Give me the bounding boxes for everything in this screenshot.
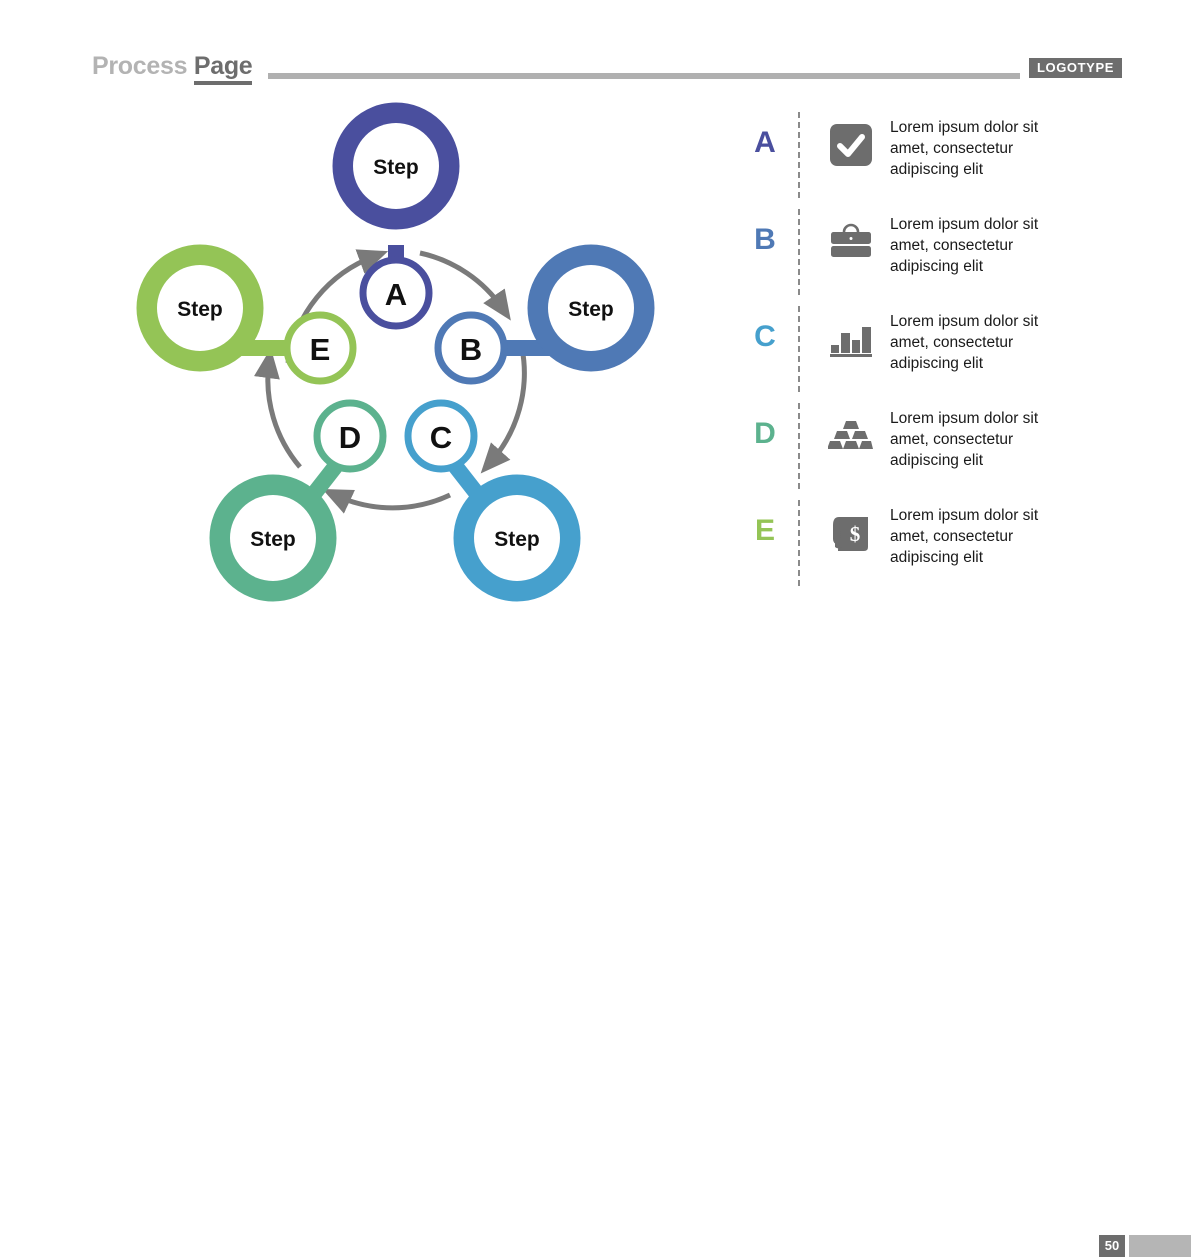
node-d-step-fill [230,495,316,581]
node-e-letter: E [310,332,331,367]
legend-divider-e [798,500,800,586]
process-node-e[interactable]: Step E [136,244,357,385]
node-c-step-ring[interactable] [453,474,581,602]
process-node-c[interactable]: Step C [404,399,581,602]
node-d-step-ring[interactable] [209,474,337,602]
page-number-badge: 50 [1099,1235,1125,1257]
legend-letter-e: E [754,514,775,547]
briefcase-icon [828,219,874,265]
legend-list: A Lorem ipsum dolor sit amet, consectetu… [748,112,1148,586]
node-b-step-label: Step [568,298,614,321]
logotype-badge: LOGOTYPE [1028,58,1122,78]
node-e-step-label: Step [177,298,223,321]
legend-text-a: Lorem ipsum dolor sit amet, consectetur … [890,119,1039,178]
page-title-dark: Page [193,52,253,85]
legend-letter-a: A [754,126,776,159]
legend-text-b: Lorem ipsum dolor sit amet, consectetur … [890,216,1039,275]
legend-item-a[interactable]: A Lorem ipsum dolor sit amet, consectetu… [748,112,1148,198]
svg-text:$: $ [850,522,861,546]
node-e-step-ring[interactable] [136,244,264,372]
arrow-b-to-c [480,347,527,474]
legend-divider-a [798,112,800,198]
node-c-step-fill [474,495,560,581]
node-c-step-label: Step [494,528,540,551]
legend-item-d[interactable]: D Lorem ipsum dolor sit amet, consectetu… [748,403,1148,489]
legend-text-d: Lorem ipsum dolor sit amet, consectetur … [890,410,1039,469]
legend-text-e: Lorem ipsum dolor sit amet, consectetur … [890,507,1039,566]
gold-bars-icon [827,413,874,459]
node-a-letter-ring[interactable] [359,256,433,330]
header: Process Page LOGOTYPE [0,0,1200,100]
node-b-step-fill [548,265,634,351]
node-b-step-ring[interactable] [527,244,655,372]
node-b-letter: B [460,332,482,367]
bar-chart-icon [828,316,874,362]
node-a-letter: A [385,277,407,312]
cycle-arrows [254,249,527,514]
node-c-letter-ring[interactable] [404,399,478,473]
process-cycle-diagram: Step A Step B Step C Step [120,95,680,605]
legend-letter-c: C [754,320,776,353]
legend-divider-b [798,209,800,295]
node-a-step-label: Step [373,156,419,179]
legend-divider-d [798,403,800,489]
node-c-letter: C [430,420,452,455]
node-d-letter-ring[interactable] [313,399,387,473]
legend-item-e[interactable]: E $ Lorem ipsum dolor sit amet, consecte… [748,500,1148,586]
node-d-step-label: Step [250,528,296,551]
legend-item-b[interactable]: B Lorem ipsum dolor sit amet, consectetu… [748,209,1148,295]
arrow-a-to-b [419,250,511,321]
legend-item-c[interactable]: C Lorem ipsum dolor sit amet, consectetu… [748,306,1148,392]
legend-letter-b: B [754,223,776,256]
process-node-d[interactable]: Step D [209,399,387,602]
footer-accent-bar [1129,1235,1191,1257]
node-e-letter-ring[interactable] [283,311,357,385]
checkmark-icon [828,122,874,168]
node-b-letter-ring[interactable] [434,311,508,385]
arrow-c-to-d [322,489,452,514]
node-a-step-ring[interactable] [332,102,460,230]
process-node-b[interactable]: Step B [434,244,655,385]
page-title: Process Page [92,52,253,85]
legend-divider-c [798,306,800,392]
money-scroll-icon: $ [828,510,874,556]
node-d-letter: D [339,420,361,455]
process-node-a[interactable]: Step A [332,102,460,330]
legend-text-c: Lorem ipsum dolor sit amet, consectetur … [890,313,1039,372]
node-e-step-fill [157,265,243,351]
page-title-light: Process [92,52,188,80]
node-a-step-fill [353,123,439,209]
legend-letter-d: D [754,417,776,450]
footer: 50 [0,615,1200,1257]
arrow-d-to-e [254,348,302,469]
header-divider-rule [268,73,1020,79]
